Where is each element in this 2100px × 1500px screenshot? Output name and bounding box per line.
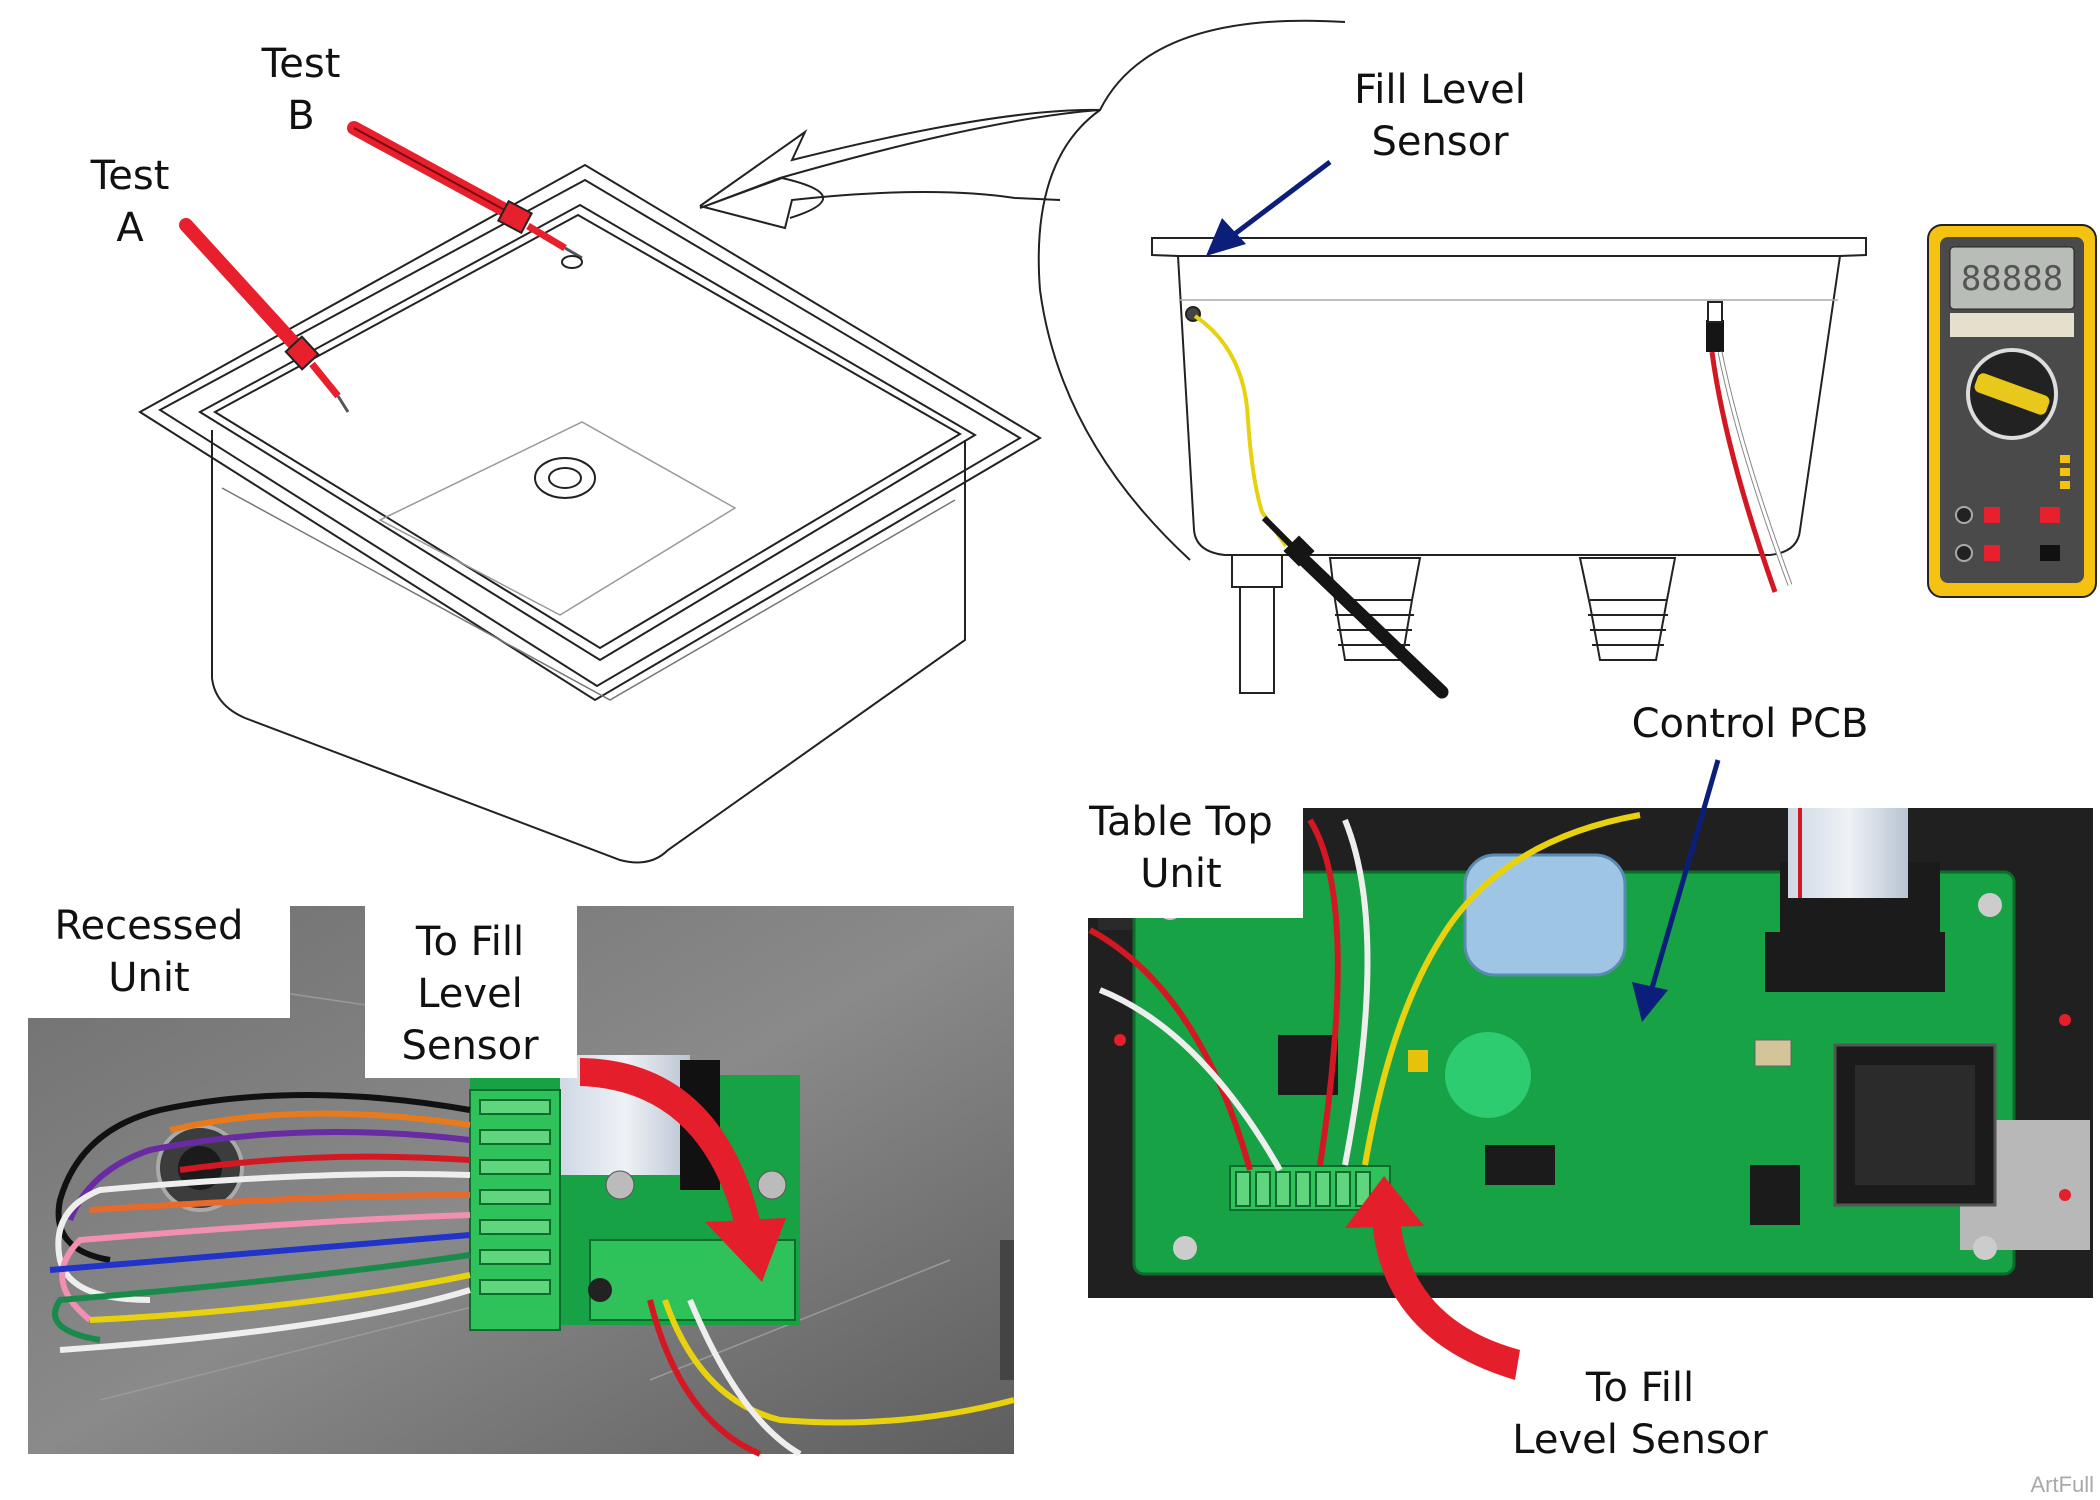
watermark: ArtFull [2030, 1472, 2094, 1497]
red-arrow-left [580, 1058, 786, 1282]
label-control-pcb: Control PCB [1631, 701, 1869, 747]
pan-wires-red-white [1706, 301, 1793, 593]
sink-pan-side-view [1151, 237, 1867, 694]
red-arrow-right [1345, 1176, 1520, 1380]
to-fill-left-label-box [365, 896, 577, 1078]
test-probe-a [179, 218, 350, 413]
sensor-wire-yellow [1193, 314, 1288, 548]
multimeter-icon: 88888 [1927, 224, 2097, 598]
table-top-label-box [1088, 796, 1303, 918]
callout-curve-arrow [699, 19, 1346, 561]
recessed-unit-label-box [28, 896, 290, 1018]
table-top-unit-photo [1088, 808, 2093, 1298]
control-pcb-arrow [1632, 759, 1721, 1022]
meter-display: 88888 [1961, 259, 2063, 299]
sink-pan-large [138, 163, 1042, 864]
fill-level-sensor-arrow [1206, 160, 1332, 256]
test-probe-b [347, 121, 583, 269]
